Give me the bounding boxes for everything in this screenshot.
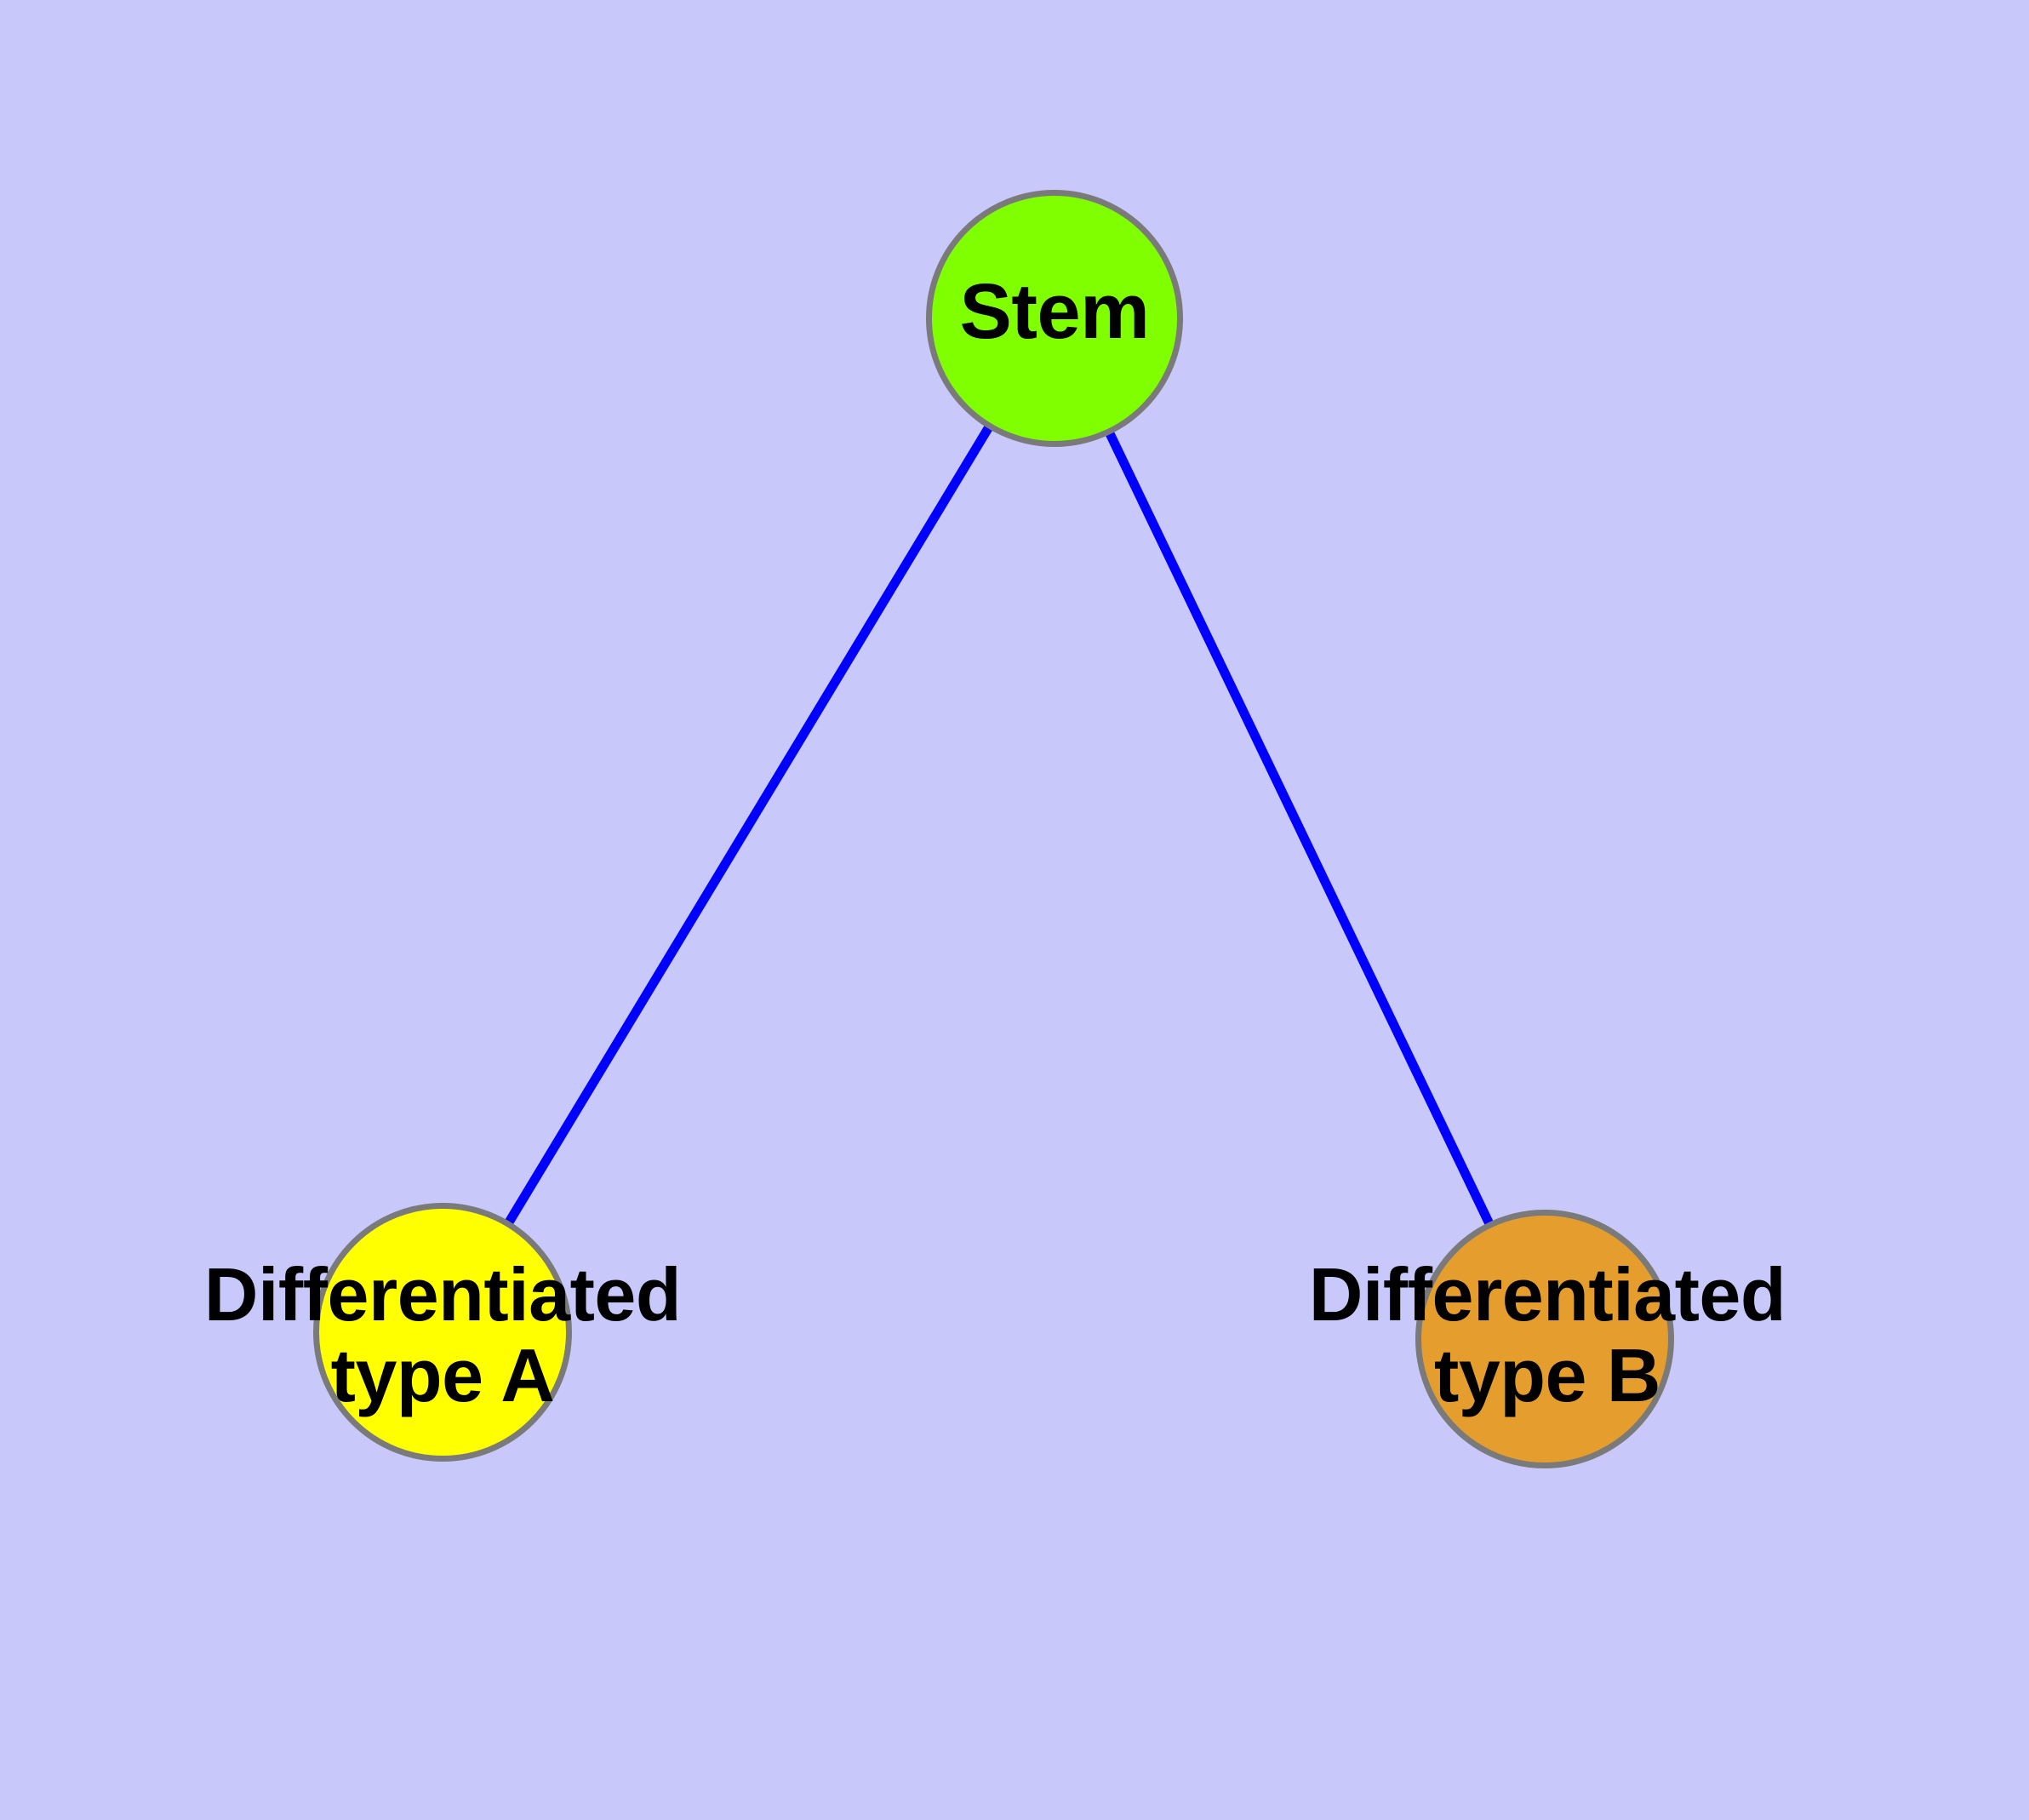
edge-stem-to-diff-b[interactable] <box>1050 316 1549 1342</box>
node-label-differentiated-type-a: Differentiated type A <box>0 1254 953 1416</box>
node-label-differentiated-type-b: Differentiated type B <box>1037 1254 2029 1416</box>
edge-stem-to-diff-a[interactable] <box>438 316 1059 1335</box>
node-label-line-1: Differentiated <box>1308 1252 1786 1336</box>
node-differentiated-type-b[interactable] <box>1415 1210 1674 1468</box>
node-label-line-2: type B <box>1434 1333 1660 1418</box>
node-differentiated-type-a[interactable] <box>313 1203 572 1462</box>
node-label-stem: Stem <box>959 268 1150 355</box>
node-label-line-2: type A <box>330 1333 555 1418</box>
node-label-line-1: Differentiated <box>203 1252 682 1336</box>
node-stem[interactable] <box>926 190 1183 447</box>
